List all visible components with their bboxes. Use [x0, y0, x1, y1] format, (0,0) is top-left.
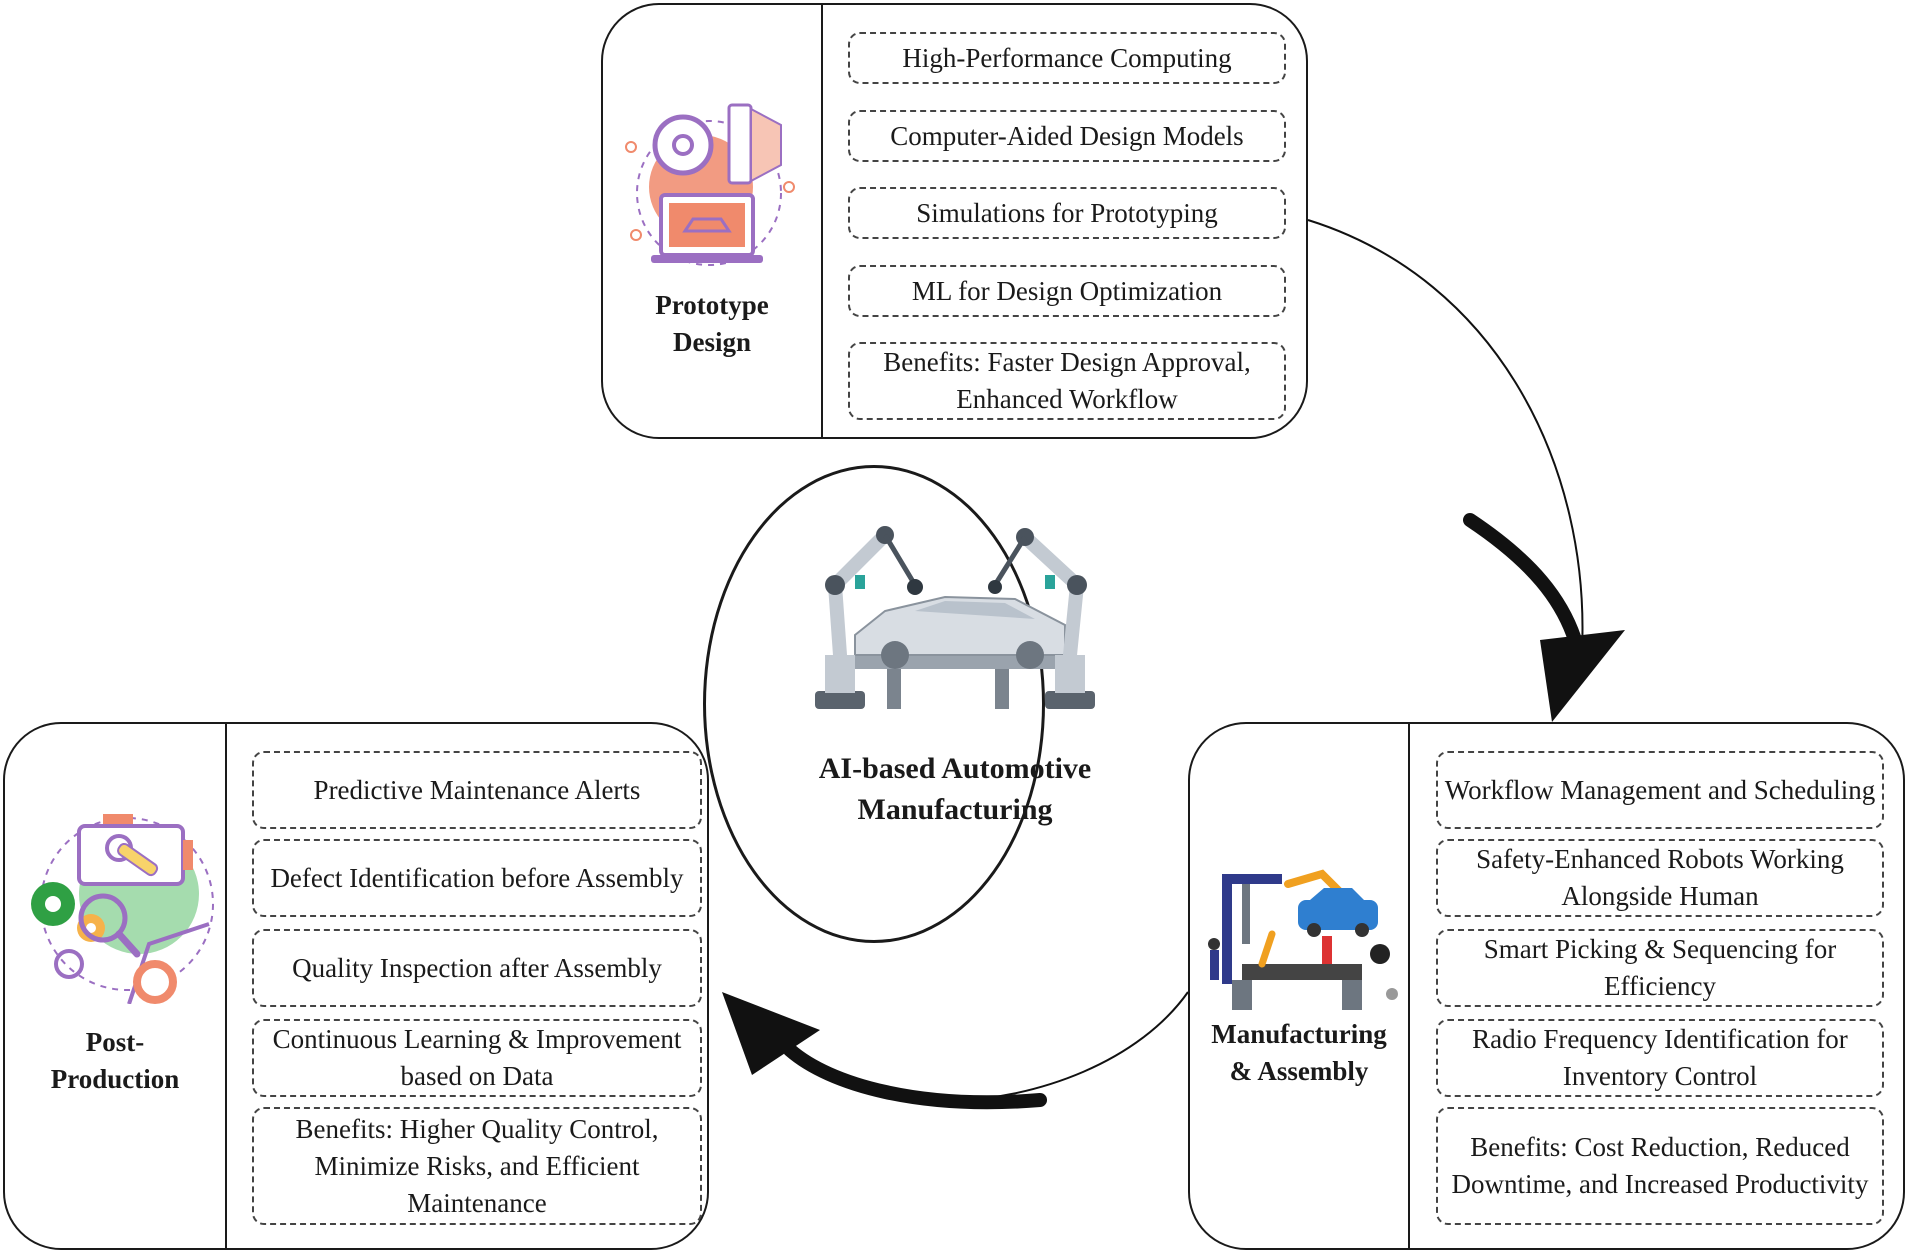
stage-title: Prototype Design: [603, 287, 821, 361]
center-title: AI-based Automotive Manufacturing: [760, 748, 1150, 830]
arrow-prototype-to-manufacturing: [1307, 219, 1625, 722]
assembly-line-workers-icon: [1202, 864, 1402, 1014]
stage-items: High-Performance Computing Computer-Aide…: [848, 32, 1286, 422]
list-item: Safety-Enhanced Robots Working Alongside…: [1436, 839, 1884, 917]
stage-panel-post-production: Post- Production Predictive Maintenance …: [3, 722, 709, 1250]
engine-gears-magnifier-car-icon: [19, 804, 215, 1005]
list-item: Defect Identification before Assembly: [252, 839, 702, 917]
list-item: High-Performance Computing: [848, 32, 1286, 84]
list-item: Workflow Management and Scheduling: [1436, 751, 1884, 829]
panel-divider: [821, 5, 823, 437]
list-item: Smart Picking & Sequencing for Efficienc…: [1436, 929, 1884, 1007]
stage-title-line1: Prototype: [655, 290, 769, 320]
list-item-benefits: Benefits: Cost Reduction, Reduced Downti…: [1436, 1107, 1884, 1225]
list-item: Radio Frequency Identification for Inven…: [1436, 1019, 1884, 1097]
list-item: Predictive Maintenance Alerts: [252, 751, 702, 829]
stage-title-line2: & Assembly: [1229, 1056, 1369, 1086]
panel-divider: [1408, 724, 1410, 1248]
list-item-benefits: Benefits: Faster Design Approval, Enhanc…: [848, 342, 1286, 420]
list-item: Quality Inspection after Assembly: [252, 929, 702, 1007]
robot-arms-assembling-car-icon: [795, 515, 1115, 725]
stage-panel-manufacturing-assembly: Manufacturing & Assembly Workflow Manage…: [1188, 722, 1905, 1250]
list-item: Continuous Learning & Improvement based …: [252, 1019, 702, 1097]
stage-title-line1: Manufacturing: [1211, 1019, 1387, 1049]
list-item: Simulations for Prototyping: [848, 187, 1286, 239]
steering-wheel-color-palette-laptop-car-icon: [621, 95, 801, 285]
stage-items: Predictive Maintenance Alerts Defect Ide…: [252, 751, 702, 1231]
stage-title-line2: Design: [672, 327, 751, 357]
stage-title: Manufacturing & Assembly: [1190, 1016, 1408, 1090]
stage-title-line2: Production: [50, 1064, 180, 1094]
arrow-manufacturing-to-postproduction: [722, 991, 1189, 1110]
stage-title-line1: Post-: [85, 1027, 145, 1057]
stage-title: Post- Production: [5, 1024, 225, 1098]
list-item: Computer-Aided Design Models: [848, 110, 1286, 162]
center-title-line1: AI-based Automotive: [818, 752, 1092, 785]
stage-items: Workflow Management and Scheduling Safet…: [1436, 751, 1884, 1231]
center-title-line2: Manufacturing: [857, 793, 1053, 826]
list-item: ML for Design Optimization: [848, 265, 1286, 317]
panel-divider: [225, 724, 227, 1248]
stage-panel-prototype-design: Prototype Design High-Performance Comput…: [601, 3, 1308, 439]
list-item-benefits: Benefits: Higher Quality Control, Minimi…: [252, 1107, 702, 1225]
